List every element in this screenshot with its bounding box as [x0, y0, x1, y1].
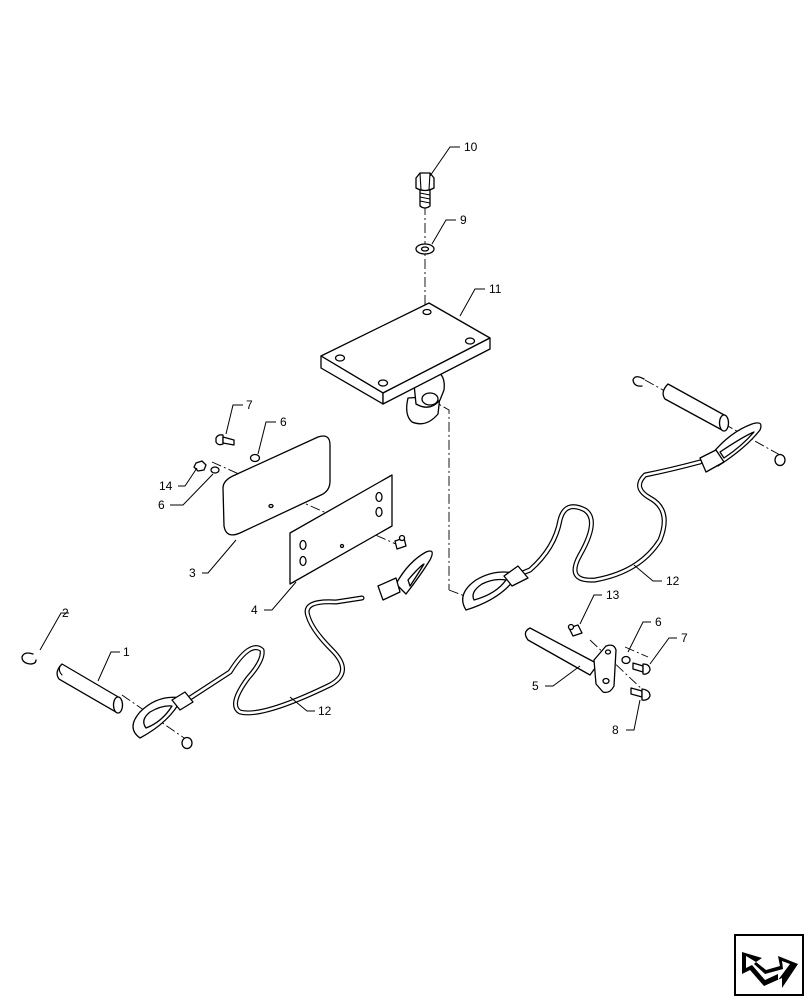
center-lines — [121, 205, 781, 743]
part-12-cable-left — [132, 550, 433, 739]
callout-13: 13 — [606, 588, 620, 602]
callout-2: 2 — [62, 606, 69, 620]
callout-8: 8 — [612, 723, 619, 737]
callout-1: 1 — [123, 645, 130, 659]
callout-9: 9 — [460, 213, 467, 227]
part-5-pivot-pin — [524, 627, 617, 694]
part-7-screw-upper — [215, 434, 235, 446]
callout-12-left: 12 — [318, 704, 332, 718]
leader-lines — [39, 146, 677, 731]
part-6-washer-right — [621, 655, 631, 665]
part-6-washer-upper — [249, 453, 261, 463]
callout-4: 4 — [251, 603, 258, 617]
part-11-mounting-bracket — [320, 302, 491, 425]
callout-7-left: 7 — [246, 398, 253, 412]
part-3-gasket-plate — [222, 435, 346, 536]
callout-3: 3 — [189, 566, 196, 580]
next-page-arrow-icon[interactable] — [734, 934, 804, 996]
part-1-hitch-pin-right — [662, 383, 730, 432]
part-8-screw — [630, 687, 651, 701]
callout-labels: 10 9 11 7 6 14 6 3 4 2 1 12 12 13 6 7 5 … — [62, 140, 688, 737]
part-7-screw-right — [632, 662, 651, 675]
part-13-grease-fitting — [567, 623, 583, 637]
callout-11: 11 — [489, 282, 502, 296]
part-2-retaining-ring — [21, 652, 37, 665]
part-2-retaining-ring-left-lower — [181, 736, 193, 750]
callout-6-lower: 6 — [158, 498, 165, 512]
callout-6-upper: 6 — [280, 415, 287, 429]
callout-10: 10 — [464, 140, 478, 154]
part-1-hitch-pin — [56, 663, 124, 714]
part-9-washer — [415, 243, 435, 255]
callout-5: 5 — [532, 679, 539, 693]
part-6-washer-lower — [210, 466, 220, 474]
part-2-retaining-ring-right-lower — [774, 453, 786, 467]
callout-6-right: 6 — [655, 615, 662, 629]
callout-7-right: 7 — [681, 631, 688, 645]
callout-12-right: 12 — [666, 574, 680, 588]
part-12-cable-right — [462, 422, 762, 611]
grease-fitting-plate — [394, 534, 407, 550]
part-4-mounting-plate — [289, 474, 393, 585]
part-10-hex-bolt — [415, 172, 435, 209]
part-2-retaining-ring-right-upper — [632, 376, 645, 387]
callout-14: 14 — [159, 479, 173, 493]
